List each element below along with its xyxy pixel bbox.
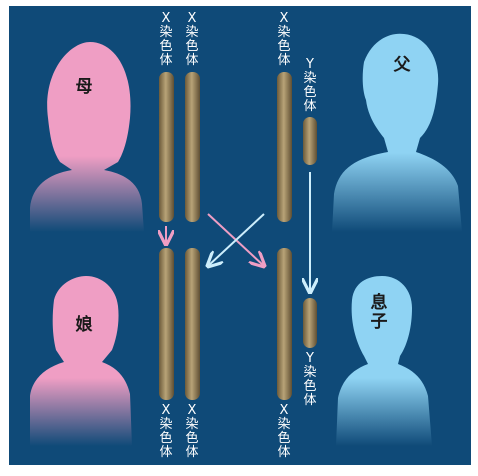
father-label: 父 — [393, 55, 411, 75]
son-x-label: X染色体 — [277, 403, 291, 460]
mother-x2-label: X染色体 — [185, 11, 199, 68]
daughter-x-chromosome-2 — [185, 248, 200, 400]
son-label: 息子 — [370, 293, 388, 332]
son-silhouette — [336, 276, 432, 446]
mother-x-chromosome-2 — [185, 72, 200, 222]
father-silhouette — [332, 33, 462, 232]
son-x-chromosome — [277, 248, 292, 400]
daughter-x-chromosome-1 — [159, 248, 174, 400]
daughter-silhouette — [30, 276, 132, 446]
mother-x1-label: X染色体 — [159, 11, 173, 68]
mother-label: 母 — [75, 77, 93, 97]
mother-silhouette — [30, 42, 144, 232]
daughter-label: 娘 — [75, 315, 93, 335]
father-x-label: X染色体 — [277, 11, 291, 68]
mother-x-chromosome-1 — [159, 72, 174, 222]
father-x-chromosome — [277, 72, 292, 222]
son-y-label: Y染色体 — [303, 351, 317, 408]
arrow-father-to-daughter — [208, 213, 265, 266]
daughter-x1-label: X染色体 — [159, 403, 173, 460]
son-y-chromosome — [303, 298, 317, 348]
father-y-label: Y染色体 — [303, 57, 317, 114]
father-y-chromosome — [303, 117, 317, 165]
daughter-x2-label: X染色体 — [185, 403, 199, 460]
